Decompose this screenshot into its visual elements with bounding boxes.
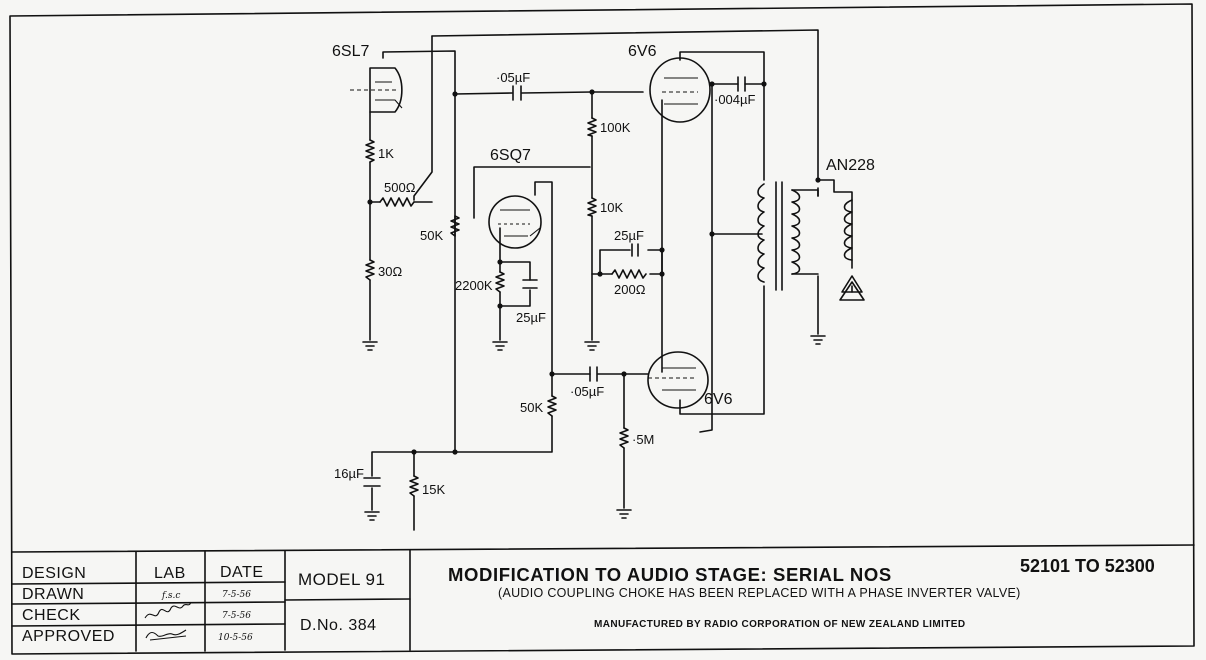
label-r-1k: 1K: [378, 146, 394, 161]
label-r-2200k: 2200K: [455, 278, 493, 293]
label-r-15k: 15K: [422, 482, 445, 497]
row-label-design: DESIGN: [22, 565, 86, 582]
drawing-title: MODIFICATION TO AUDIO STAGE: SERIAL NOS: [448, 564, 892, 585]
check-date: 7-5-56: [222, 611, 251, 621]
tube-6v6-top: [649, 57, 711, 123]
resistors: [365, 117, 647, 497]
circuit-wiring: [369, 29, 853, 531]
serial-range: 52101 TO 52300: [1020, 556, 1155, 576]
label-c-plate-top: ·004µF: [714, 92, 756, 107]
drawing-subtitle: (AUDIO COUPLING CHOKE HAS BEEN REPLACED …: [498, 586, 1021, 600]
ground-symbols: [362, 335, 826, 521]
capacitors: [363, 76, 746, 487]
row-label-drawn: DRAWN: [22, 586, 84, 603]
label-6sl7: 6SL7: [332, 43, 369, 60]
component-labels: 6SL7 6SQ7 6V6 6V6 AN228 ·05µF ·004µF 100…: [332, 43, 875, 497]
label-r-50k-mid: 50K: [520, 400, 543, 415]
approved-signature: [145, 629, 187, 641]
tube-6v6-bottom: [647, 351, 709, 409]
model-number: MODEL 91: [298, 570, 385, 589]
output-transformer: [757, 181, 865, 301]
label-r-100k: 100K: [600, 120, 631, 135]
label-c-16: 16µF: [334, 466, 364, 481]
drawing-border: [9, 3, 1195, 655]
drawing-number: D.No. 384: [300, 617, 377, 634]
label-6v6-top: 6V6: [628, 43, 657, 60]
label-c-25-cath: 25µF: [614, 228, 644, 243]
label-r-30: 30Ω: [378, 264, 402, 279]
drawn-lab-initials: f.s.c: [161, 591, 180, 601]
label-r-50k-left: 50K: [420, 228, 443, 243]
row-label-approved: APPROVED: [22, 628, 115, 645]
label-6sq7: 6SQ7: [490, 147, 531, 164]
label-c-coupling-top: ·05µF: [496, 70, 530, 85]
label-r-10k: 10K: [600, 200, 623, 215]
header-date: DATE: [220, 564, 263, 581]
manufacturer-note: MANUFACTURED BY RADIO CORPORATION OF NEW…: [594, 619, 965, 630]
junction-dots: [367, 81, 821, 455]
tube-6sq7: [488, 195, 542, 249]
label-an228: AN228: [826, 157, 875, 174]
drawn-date: 7-5-56: [222, 590, 251, 600]
tube-6sl7: [350, 67, 403, 113]
label-c-25-left: 25µF: [516, 310, 546, 325]
label-r-5m: ·5M: [632, 432, 654, 447]
check-signature: [144, 601, 192, 619]
approved-date: 10-5-56: [218, 633, 253, 643]
label-r-500: 500Ω: [384, 180, 416, 195]
title-block: DESIGN DRAWN CHECK APPROVED LAB DATE f.s…: [11, 549, 1155, 652]
row-label-check: CHECK: [22, 607, 81, 624]
label-r-200: 200Ω: [614, 282, 646, 297]
label-6v6-bottom: 6V6: [704, 391, 733, 408]
header-lab: LAB: [154, 565, 186, 582]
label-c-coupling-bottom: ·05µF: [570, 384, 604, 399]
